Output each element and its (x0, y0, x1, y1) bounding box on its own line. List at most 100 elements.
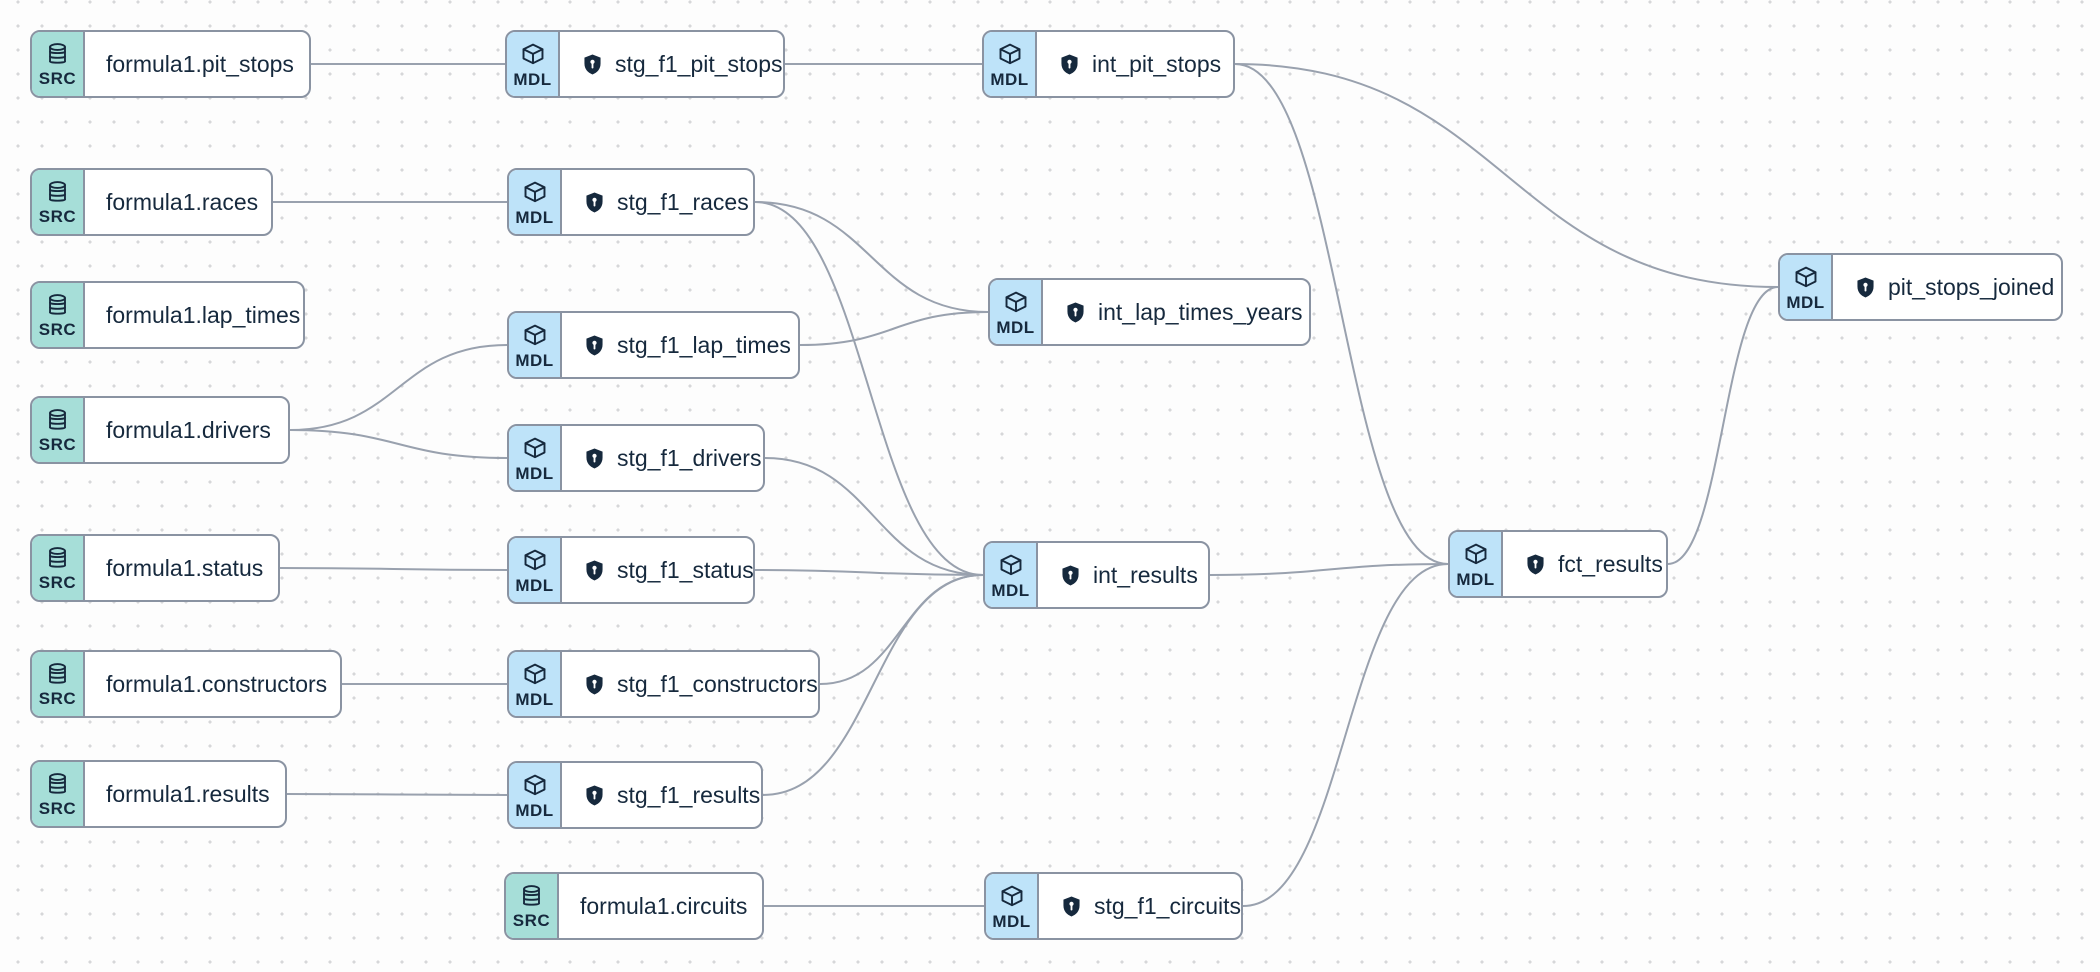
node-type-label: SRC (38, 207, 77, 226)
node-body: int_pit_stops (1037, 32, 1233, 96)
node-type-label: MDL (515, 800, 554, 820)
node-type-badge: MDL (1450, 532, 1503, 596)
shield-icon (1854, 276, 1877, 299)
shield-icon (583, 334, 606, 357)
node-label: formula1.pit_stops (106, 50, 294, 77)
node-label: formula1.results (106, 780, 270, 807)
graph-node-formula1.constructors[interactable]: SRC formula1.constructors (30, 650, 342, 718)
graph-node-stg_f1_results[interactable]: MDL stg_f1_results (507, 761, 763, 829)
node-body: stg_f1_results (562, 763, 761, 827)
node-body: formula1.results (85, 762, 285, 826)
node-label: formula1.races (106, 188, 259, 215)
node-body: pit_stops_joined (1833, 255, 2061, 319)
node-label: stg_f1_status (617, 556, 754, 583)
lineage-edge-stg_status-to-int_results (754, 569, 984, 576)
node-type-label: SRC (38, 320, 77, 339)
node-type-badge: MDL (507, 32, 560, 96)
node-type-label: MDL (515, 207, 554, 227)
lineage-edge-stg_races-to-int_results (754, 201, 984, 576)
node-label: pit_stops_joined (1888, 273, 2055, 300)
cube-icon (521, 661, 549, 689)
shield-icon (581, 53, 604, 76)
cube-icon (521, 547, 549, 575)
cube-icon (997, 552, 1025, 580)
shield-icon (1060, 895, 1083, 918)
graph-node-int_pit_stops[interactable]: MDL int_pit_stops (982, 30, 1235, 98)
node-type-label: SRC (38, 689, 77, 708)
graph-node-formula1.pit_stops[interactable]: SRC formula1.pit_stops (30, 30, 311, 98)
node-body: formula1.pit_stops (85, 32, 309, 96)
node-label: fct_results (1558, 550, 1663, 577)
lineage-edge-stg_drivers-to-int_results (764, 457, 984, 576)
graph-node-int_results[interactable]: MDL int_results (983, 541, 1210, 609)
node-type-label: MDL (991, 580, 1030, 600)
graph-node-stg_f1_pit_stops[interactable]: MDL stg_f1_pit_stops (505, 30, 785, 98)
lineage-edge-fct_results-to-pit_stops_joined (1667, 286, 1779, 565)
graph-node-stg_f1_lap_times[interactable]: MDL stg_f1_lap_times (507, 311, 800, 379)
graph-node-stg_f1_circuits[interactable]: MDL stg_f1_circuits (984, 872, 1243, 940)
database-icon (44, 407, 71, 434)
node-type-badge: SRC (32, 398, 85, 462)
graph-node-formula1.status[interactable]: SRC formula1.status (30, 534, 280, 602)
graph-node-formula1.circuits[interactable]: SRC formula1.circuits (504, 872, 764, 940)
node-type-badge: MDL (509, 538, 562, 602)
graph-node-pit_stops_joined[interactable]: MDL pit_stops_joined (1778, 253, 2063, 321)
cube-icon (521, 435, 549, 463)
lineage-edge-stg_races-to-int_lap_times_years (754, 201, 989, 313)
node-body: stg_f1_drivers (562, 426, 763, 490)
lineage-edge-stg_results-to-int_results (762, 574, 984, 796)
node-type-label: SRC (512, 911, 551, 930)
node-type-label: SRC (38, 799, 77, 818)
node-label: int_results (1093, 561, 1198, 588)
node-body: stg_f1_pit_stops (560, 32, 783, 96)
cube-icon (519, 41, 547, 69)
node-type-label: SRC (38, 573, 77, 592)
graph-node-stg_f1_status[interactable]: MDL stg_f1_status (507, 536, 755, 604)
graph-node-int_lap_times_years[interactable]: MDL int_lap_times_years (988, 278, 1311, 346)
lineage-edge-src_results-to-stg_results (286, 793, 508, 796)
database-icon (44, 771, 71, 798)
node-label: formula1.lap_times (106, 301, 301, 328)
graph-node-formula1.results[interactable]: SRC formula1.results (30, 760, 287, 828)
node-body: int_results (1038, 543, 1208, 607)
graph-node-stg_f1_races[interactable]: MDL stg_f1_races (507, 168, 755, 236)
node-type-label: SRC (38, 69, 77, 88)
shield-icon (583, 191, 606, 214)
node-body: formula1.drivers (85, 398, 288, 462)
graph-node-stg_f1_constructors[interactable]: MDL stg_f1_constructors (507, 650, 820, 718)
node-body: formula1.status (85, 536, 278, 600)
cube-icon (1792, 264, 1820, 292)
database-icon (44, 41, 71, 68)
node-type-badge: MDL (990, 280, 1043, 344)
graph-node-stg_f1_drivers[interactable]: MDL stg_f1_drivers (507, 424, 765, 492)
node-type-label: MDL (515, 350, 554, 370)
shield-icon (583, 784, 606, 807)
node-type-label: MDL (996, 317, 1035, 337)
shield-icon (583, 559, 606, 582)
node-type-label: MDL (513, 69, 552, 89)
node-type-badge: MDL (509, 426, 562, 490)
node-body: formula1.races (85, 170, 271, 234)
node-body: stg_f1_constructors (562, 652, 818, 716)
node-type-badge: MDL (509, 652, 562, 716)
database-icon (44, 545, 71, 572)
cube-icon (998, 883, 1026, 911)
graph-node-fct_results[interactable]: MDL fct_results (1448, 530, 1668, 598)
node-type-badge: MDL (509, 313, 562, 377)
graph-node-formula1.races[interactable]: SRC formula1.races (30, 168, 273, 236)
graph-node-formula1.drivers[interactable]: SRC formula1.drivers (30, 396, 290, 464)
database-icon (518, 883, 545, 910)
node-label: stg_f1_pit_stops (615, 50, 783, 77)
lineage-edge-stg_lap_times-to-int_lap_times_years (799, 311, 989, 346)
shield-icon (1064, 301, 1087, 324)
node-type-badge: MDL (509, 170, 562, 234)
graph-node-formula1.lap_times[interactable]: SRC formula1.lap_times (30, 281, 305, 349)
node-type-badge: SRC (32, 536, 85, 600)
lineage-edge-int_results-to-fct_results (1209, 563, 1449, 576)
shield-icon (1059, 564, 1082, 587)
lineage-edge-stg_circuits-to-fct_results (1242, 563, 1449, 907)
cube-icon (521, 322, 549, 350)
node-label: stg_f1_constructors (617, 670, 818, 697)
